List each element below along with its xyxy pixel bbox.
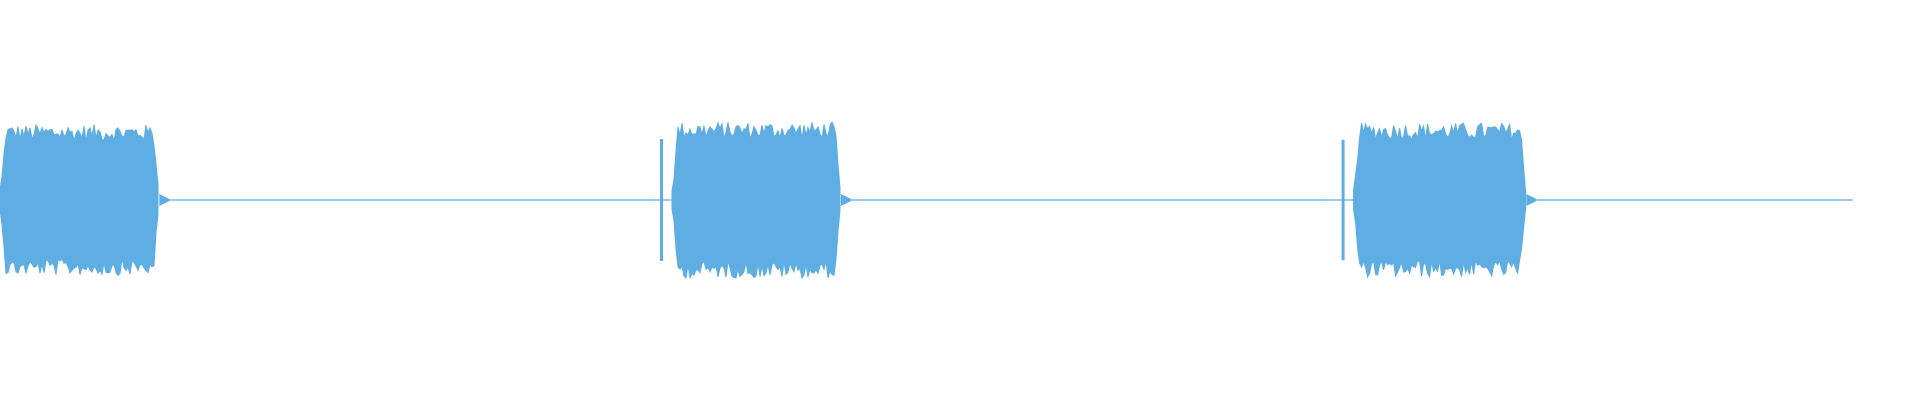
waveform-burst-2 [671,121,841,280]
waveform-bursts [0,121,1527,280]
waveform-burst-3 [1353,122,1527,279]
waveform-quiet-2-tail [840,194,851,206]
waveform-silence [159,194,1853,206]
waveform-quiet-3-tail [1526,194,1537,206]
waveform-burst-1 [0,123,159,277]
waveform-quiet-1-tail [159,194,170,206]
